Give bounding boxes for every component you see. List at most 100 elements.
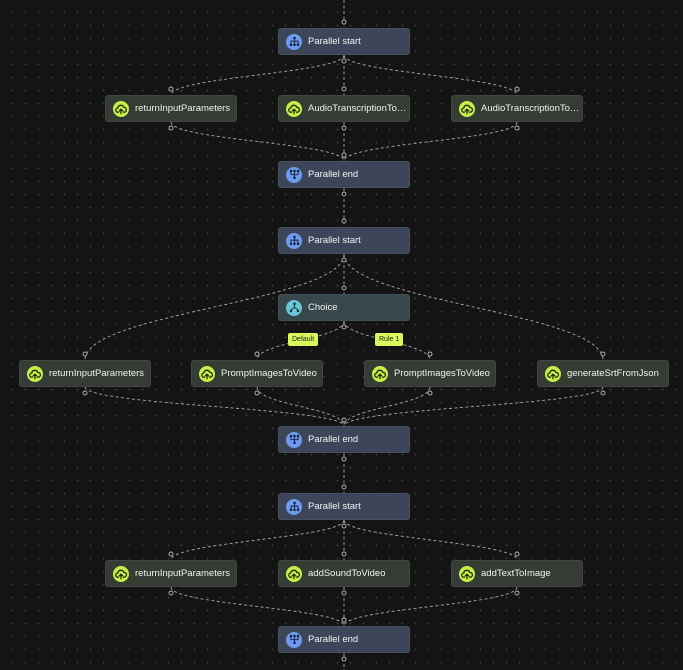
node-label: Parallel end xyxy=(308,634,359,645)
edge-t3a-to-pe3 xyxy=(170,586,345,627)
cloud-upload-icon xyxy=(199,365,215,382)
edge-ps1-to-t1c xyxy=(343,54,518,96)
node-label: returnInputParameters xyxy=(135,568,231,579)
node-task-t3a[interactable]: returnInputParameters xyxy=(105,560,237,587)
edge-t2a-to-pe2 xyxy=(84,386,345,427)
connection-handle[interactable] xyxy=(427,390,433,396)
edge-t2c-to-pe2 xyxy=(343,386,431,427)
connection-handle[interactable] xyxy=(427,351,433,357)
connection-handle[interactable] xyxy=(514,551,520,557)
connection-handle[interactable] xyxy=(341,590,347,596)
node-label: PromptImagesToVideo xyxy=(394,368,490,379)
node-label: addSoundToVideo xyxy=(308,568,386,579)
connection-handle[interactable] xyxy=(514,86,520,92)
node-task-t1b[interactable]: AudioTranscriptionToS... xyxy=(278,95,410,122)
node-task-t1a[interactable]: returnInputParameters xyxy=(105,95,237,122)
node-label: returnInputParameters xyxy=(49,368,145,379)
node-task-t2c[interactable]: PromptImagesToVideo xyxy=(364,360,496,387)
connection-handle[interactable] xyxy=(341,218,347,224)
connection-handle[interactable] xyxy=(254,351,260,357)
parallel-merge-icon xyxy=(286,631,302,648)
connection-handle[interactable] xyxy=(600,351,606,357)
node-label: Parallel end xyxy=(308,169,359,180)
edge-t1a-to-pe1 xyxy=(170,121,345,162)
node-task-t3c[interactable]: addTextToImage xyxy=(451,560,583,587)
connection-handle[interactable] xyxy=(341,523,347,529)
connection-handle[interactable] xyxy=(341,191,347,197)
connection-handle[interactable] xyxy=(82,351,88,357)
connection-handle[interactable] xyxy=(341,617,347,623)
edge-t3c-to-pe3 xyxy=(343,586,518,627)
connection-handle[interactable] xyxy=(341,324,347,330)
connection-handle[interactable] xyxy=(341,58,347,64)
edge-t1c-to-pe1 xyxy=(343,121,518,162)
node-label: AudioTranscriptionToS... xyxy=(481,103,581,114)
node-label: Parallel start xyxy=(308,501,361,512)
edge-ps3-to-t3a xyxy=(170,519,345,561)
node-parallel-start-ps1[interactable]: Parallel start xyxy=(278,28,410,55)
parallel-merge-icon xyxy=(286,431,302,448)
connection-handle[interactable] xyxy=(341,257,347,263)
connection-handle[interactable] xyxy=(341,285,347,291)
node-label: Parallel start xyxy=(308,36,361,47)
connection-handle[interactable] xyxy=(341,19,347,25)
node-label: Choice xyxy=(308,302,338,313)
connection-handle[interactable] xyxy=(341,86,347,92)
node-task-t2a[interactable]: returnInputParameters xyxy=(19,360,151,387)
parallel-merge-icon xyxy=(286,166,302,183)
condition-badge-default: Default xyxy=(288,333,319,346)
edge-ps3-to-t3c xyxy=(343,519,518,561)
connection-handle[interactable] xyxy=(168,125,174,131)
connection-handle[interactable] xyxy=(341,551,347,557)
cloud-upload-icon xyxy=(113,100,129,117)
connection-handle[interactable] xyxy=(341,656,347,662)
node-label: addTextToImage xyxy=(481,568,551,579)
connection-handle[interactable] xyxy=(341,456,347,462)
cloud-upload-icon xyxy=(113,565,129,582)
connection-handle[interactable] xyxy=(514,125,520,131)
node-parallel-start-ps2[interactable]: Parallel start xyxy=(278,227,410,254)
node-label: AudioTranscriptionToS... xyxy=(308,103,408,114)
node-task-t2d[interactable]: generateSrtFromJson xyxy=(537,360,669,387)
parallel-split-icon xyxy=(286,498,302,515)
node-label: returnInputParameters xyxy=(135,103,231,114)
node-parallel-start-ps3[interactable]: Parallel start xyxy=(278,493,410,520)
connection-handle[interactable] xyxy=(168,551,174,557)
node-label: Parallel end xyxy=(308,434,359,445)
parallel-split-icon xyxy=(286,232,302,249)
edge-t2d-to-pe2 xyxy=(343,386,604,427)
connection-handle[interactable] xyxy=(341,152,347,158)
connection-handle[interactable] xyxy=(600,390,606,396)
node-parallel-end-pe2[interactable]: Parallel end xyxy=(278,426,410,453)
connection-handle[interactable] xyxy=(168,590,174,596)
connection-handle[interactable] xyxy=(254,390,260,396)
cloud-upload-icon xyxy=(459,100,475,117)
edge-t2b-to-pe2 xyxy=(256,386,345,427)
connection-handle[interactable] xyxy=(341,125,347,131)
node-task-t3b[interactable]: addSoundToVideo xyxy=(278,560,410,587)
edge-ps1-to-t1a xyxy=(170,54,345,96)
connection-handle[interactable] xyxy=(341,417,347,423)
cloud-upload-icon xyxy=(372,365,388,382)
connection-handle[interactable] xyxy=(341,484,347,490)
node-label: Parallel start xyxy=(308,235,361,246)
connection-handle[interactable] xyxy=(168,86,174,92)
node-label: generateSrtFromJson xyxy=(567,368,659,379)
cloud-upload-icon xyxy=(545,365,561,382)
choice-icon xyxy=(286,299,302,316)
connection-handle[interactable] xyxy=(82,390,88,396)
node-parallel-end-pe1[interactable]: Parallel end xyxy=(278,161,410,188)
cloud-upload-icon xyxy=(27,365,43,382)
node-task-t1c[interactable]: AudioTranscriptionToS... xyxy=(451,95,583,122)
node-label: PromptImagesToVideo xyxy=(221,368,317,379)
connection-handle[interactable] xyxy=(514,590,520,596)
node-task-t2b[interactable]: PromptImagesToVideo xyxy=(191,360,323,387)
cloud-upload-icon xyxy=(459,565,475,582)
parallel-split-icon xyxy=(286,33,302,50)
node-choice-ch[interactable]: Choice xyxy=(278,294,410,321)
cloud-upload-icon xyxy=(286,565,302,582)
edge-ps2-to-t2d xyxy=(343,253,604,361)
node-parallel-end-pe3[interactable]: Parallel end xyxy=(278,626,410,653)
